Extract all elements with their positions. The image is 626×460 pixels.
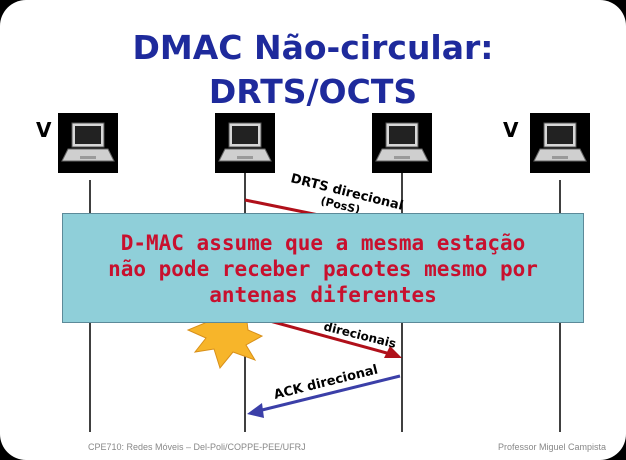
laptop-icon [530,113,590,173]
ack-arrow-head [247,403,264,418]
node-1-label: V [36,118,52,142]
data-arrow-head [384,346,402,358]
callout-text: D-MAC assume que a mesma estação não pod… [63,230,583,308]
ack-label: ACK direcional [272,362,379,402]
title-line-2: DRTS/OCTS [208,72,418,111]
footer-course: CPE710: Redes Móveis – Del-Poli/COPPE-PE… [88,442,306,452]
laptop-icon [58,113,118,173]
callout-line-1: D-MAC assume que a mesma estação [120,231,526,255]
title-line-1: DMAC Não-circular: [132,28,494,67]
laptop-icon [372,113,432,173]
callout-line-2: não pode receber pacotes mesmo por [108,257,538,281]
laptop-icon [215,113,275,173]
footer-author: Professor Miguel Campista [497,442,606,452]
node-4-label: V [503,118,519,142]
slide-title: DMAC Não-circular: DRTS/OCTS [0,26,626,114]
callout-box: D-MAC assume que a mesma estação não pod… [62,213,584,323]
callout-line-3: antenas diferentes [209,283,437,307]
